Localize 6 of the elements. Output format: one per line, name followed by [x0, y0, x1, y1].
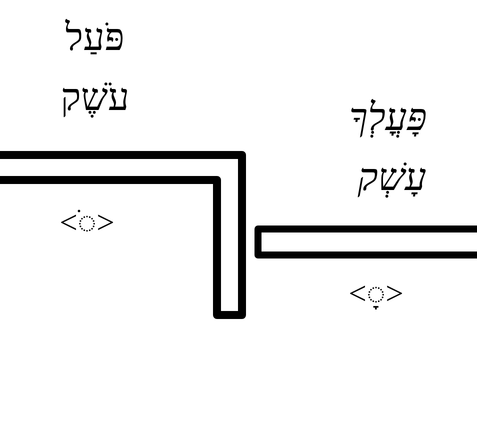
hebrew-word: עֹשֶׁק: [60, 79, 130, 117]
vowel-symbol: <◌ֹ>: [59, 206, 115, 238]
hebrew-word: פֹּעַל: [65, 19, 125, 57]
vowel-symbol: <◌ָ>: [348, 277, 404, 309]
hebrew-word: פָּעֳלְךָ: [349, 99, 427, 137]
hebrew-word: עָשְׁק: [358, 159, 426, 197]
